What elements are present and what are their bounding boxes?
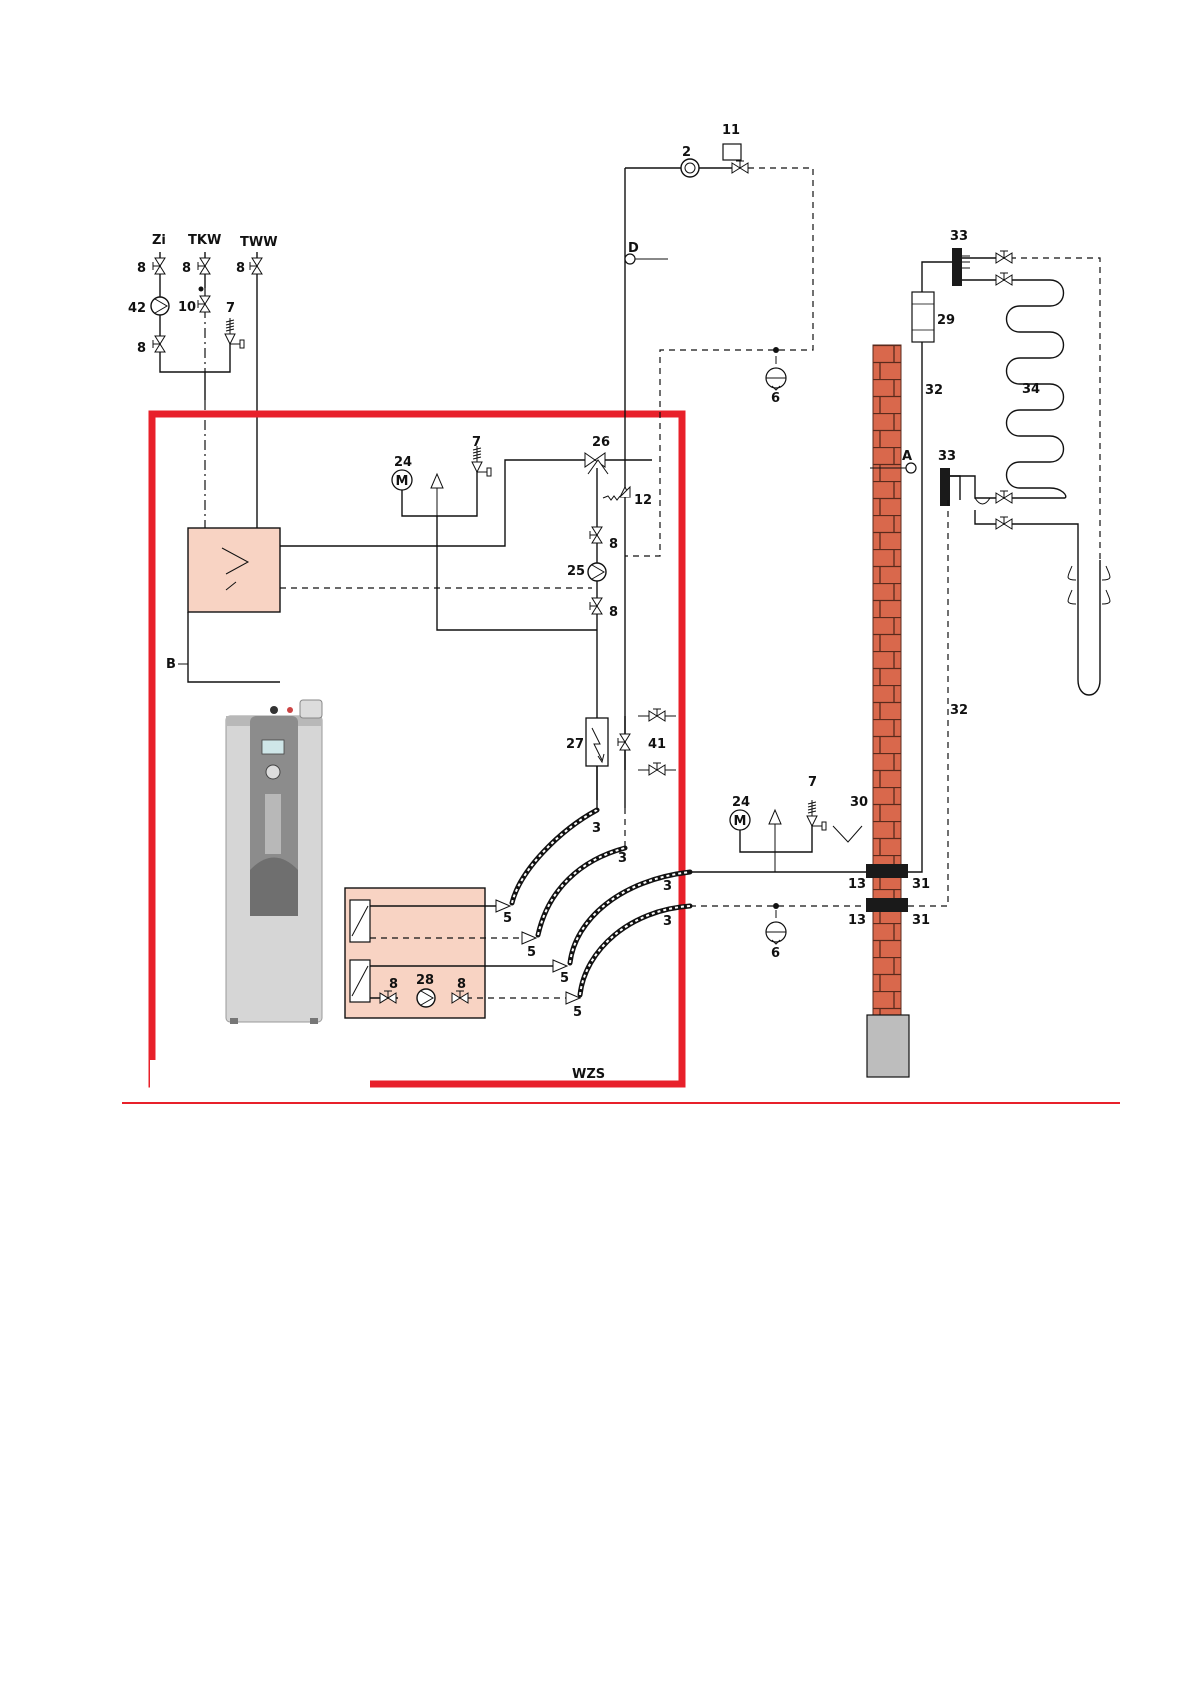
label-33b: 33 (938, 449, 956, 464)
label-3c: 3 (663, 879, 672, 894)
valve-icon[interactable] (153, 258, 165, 274)
label-6b: 6 (771, 946, 780, 961)
motor-symbol: M (396, 474, 409, 489)
valve-icon[interactable] (996, 491, 1012, 503)
valve-icon[interactable] (522, 932, 536, 944)
label-5: 5 (503, 911, 512, 926)
label-26: 26 (592, 435, 610, 450)
collector-field: 29 33 32 A 33 34 32 (870, 229, 1110, 718)
flow-switch-icon[interactable] (586, 718, 608, 766)
valve-icon[interactable] (198, 258, 210, 274)
valve-icon[interactable] (198, 296, 210, 312)
safety-valve-icon[interactable] (225, 318, 244, 348)
label-8h: 8 (457, 977, 466, 992)
label-6: 6 (771, 391, 780, 406)
valve-icon[interactable] (649, 763, 665, 775)
label-31b: 31 (912, 913, 930, 928)
supply-riser: 2 11 6 D 12 41 (603, 123, 813, 808)
safety-valve-icon[interactable] (472, 446, 491, 476)
label-41: 41 (648, 737, 666, 752)
flexible-hose-icon: 3 3 3 3 (512, 810, 690, 995)
label-30: 30 (850, 795, 868, 810)
valve-icon[interactable] (153, 336, 165, 352)
storage-tank: B (166, 528, 280, 682)
brick-wall: 13 13 31 31 (848, 345, 930, 1077)
label-3b: 3 (618, 851, 627, 866)
brine-lines: M 24 7 30 6 (690, 775, 880, 961)
label-tww: TWW (240, 235, 278, 250)
pump-icon[interactable] (417, 989, 435, 1007)
filter-icon[interactable] (912, 292, 934, 342)
dhw-circuit: M 24 7 26 8 25 8 27 (392, 435, 652, 800)
label-2: 2 (682, 145, 691, 160)
valve-icon[interactable] (732, 161, 748, 173)
label-13b: 13 (848, 913, 866, 928)
motor-symbol-2: M (734, 814, 747, 829)
label-5c: 5 (560, 971, 569, 986)
label-3d: 3 (663, 914, 672, 929)
label-8g: 8 (389, 977, 398, 992)
safety-valve-icon[interactable] (807, 800, 826, 830)
pump-icon[interactable] (681, 159, 699, 177)
label-b: B (166, 657, 176, 672)
wall-collar (866, 864, 908, 878)
label-d: D (628, 241, 639, 256)
label-25: 25 (567, 564, 585, 579)
label-8d: 8 (236, 261, 245, 276)
label-34: 34 (1022, 382, 1040, 397)
label-7c: 7 (808, 775, 817, 790)
label-28: 28 (416, 973, 434, 988)
label-7: 7 (226, 301, 235, 316)
valve-icon[interactable] (618, 734, 630, 750)
expansion-vessel-icon[interactable] (766, 356, 786, 390)
heat-pump-unit-icon (226, 700, 322, 1024)
valve-icon[interactable] (250, 258, 262, 274)
valve-icon[interactable] (649, 709, 665, 721)
label-tkw: TKW (188, 233, 221, 248)
label-a: A (902, 449, 912, 464)
label-11: 11 (722, 123, 740, 138)
valve-icon[interactable] (996, 251, 1012, 263)
label-32b: 32 (950, 703, 968, 718)
label-12: 12 (634, 493, 652, 508)
valve-icon[interactable] (590, 527, 602, 543)
vent-arrow (431, 474, 443, 516)
valve-icon[interactable] (590, 598, 602, 614)
label-10: 10 (178, 300, 196, 315)
label-zi: Zi (152, 233, 166, 248)
label-3: 3 (592, 821, 601, 836)
label-24b: 24 (732, 795, 750, 810)
wall-collar (866, 898, 908, 912)
label-5d: 5 (573, 1005, 582, 1020)
manifold-icon[interactable] (952, 248, 962, 286)
label-7b: 7 (472, 435, 481, 450)
label-8b: 8 (137, 341, 146, 356)
label-8e: 8 (609, 537, 618, 552)
label-31: 31 (912, 877, 930, 892)
pump-icon[interactable] (588, 563, 606, 581)
control-box-icon (723, 144, 741, 160)
label-24: 24 (394, 455, 412, 470)
label-8f: 8 (609, 605, 618, 620)
label-8c: 8 (182, 261, 191, 276)
label-5b: 5 (527, 945, 536, 960)
label-42: 42 (128, 301, 146, 316)
label-wzs: WZS (572, 1067, 605, 1082)
label-32: 32 (925, 383, 943, 398)
label-8: 8 (137, 261, 146, 276)
expansion-vessel-icon[interactable] (766, 910, 786, 944)
valve-icon[interactable] (996, 273, 1012, 285)
label-27: 27 (566, 737, 584, 752)
frame-gap (150, 1060, 370, 1090)
vent-arrow (769, 810, 781, 852)
collector-tray-icon (833, 826, 862, 842)
valve-icon[interactable] (996, 517, 1012, 529)
label-29: 29 (937, 313, 955, 328)
label-13: 13 (848, 877, 866, 892)
label-33: 33 (950, 229, 968, 244)
pump-icon[interactable] (151, 297, 169, 315)
